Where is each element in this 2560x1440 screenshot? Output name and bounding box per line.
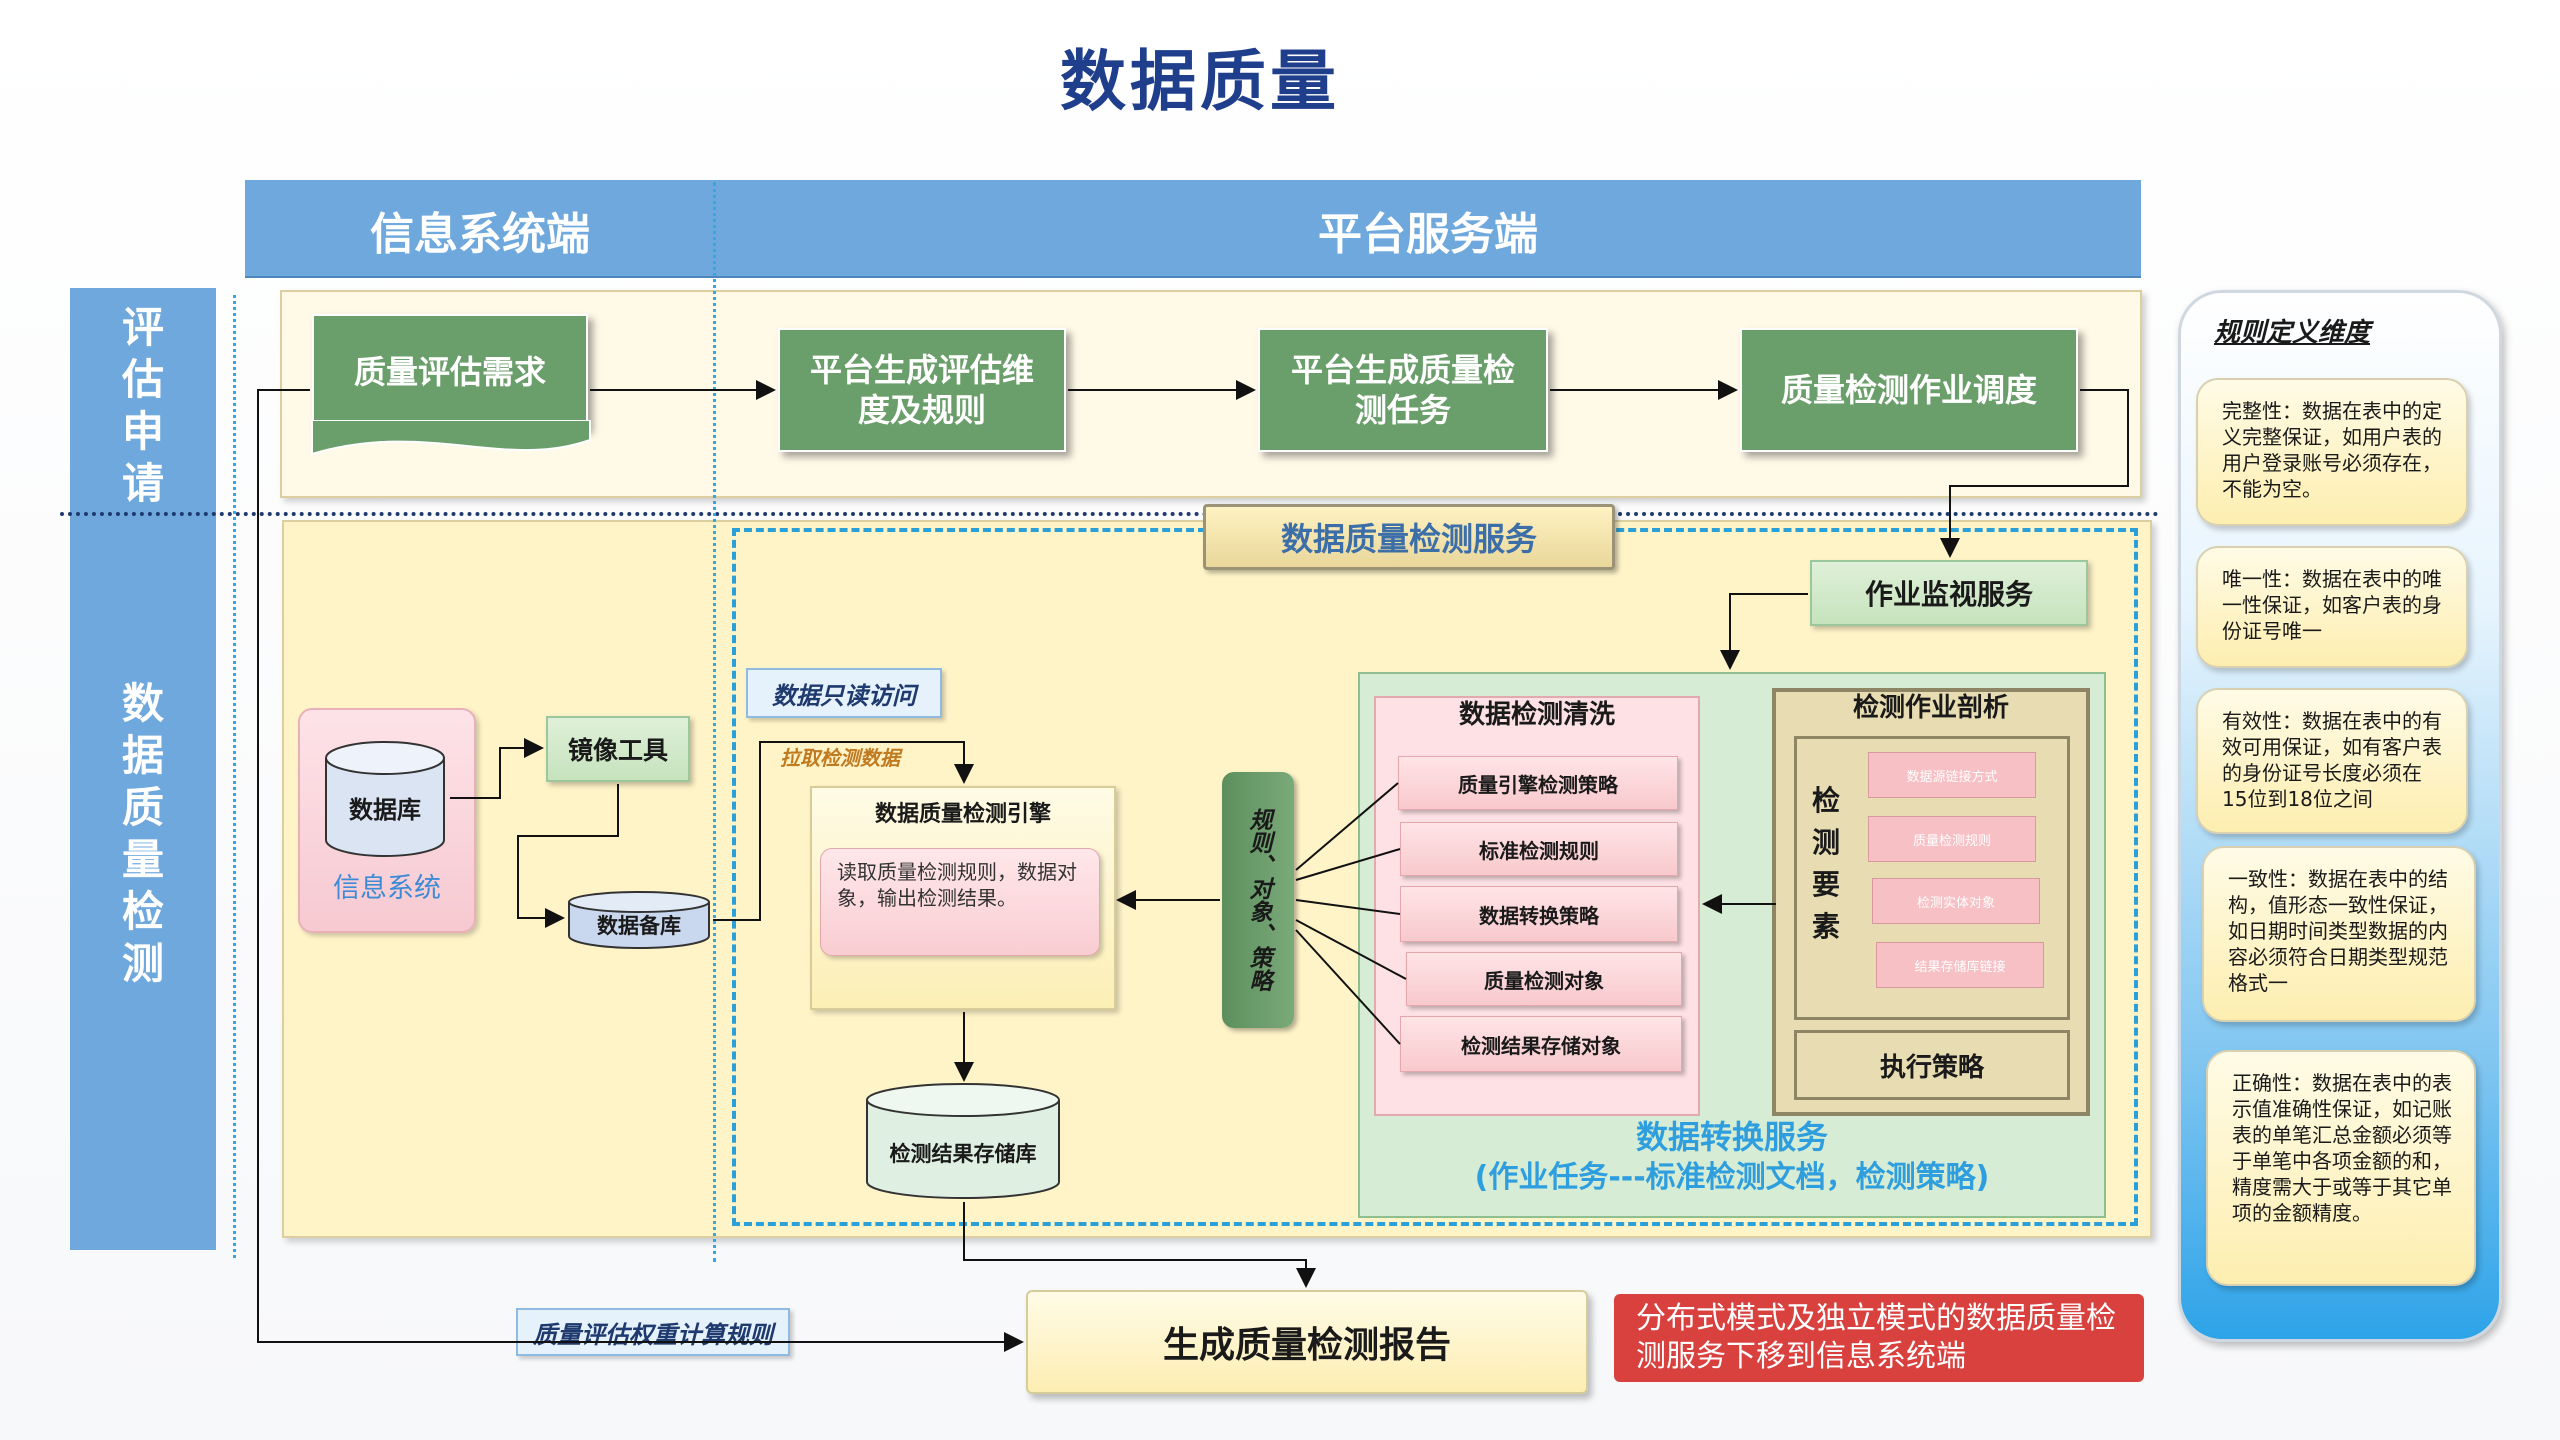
exec-strategy-box[interactable]: 执行策略 xyxy=(1794,1030,2070,1100)
side-label-detect: 数据质量检测 xyxy=(70,678,216,998)
header-platform: 平台服务端 xyxy=(1318,209,1538,260)
result-store-icon xyxy=(866,1083,1060,1199)
column-dotted-divider xyxy=(713,182,716,1262)
weight-rule-label: 质量评估权重计算规则 xyxy=(516,1308,790,1356)
element-datasource-link: 数据源链接方式 xyxy=(1868,752,2036,798)
strategy-bar-label: 规则、对象、策略 xyxy=(1245,808,1271,992)
rule-card-completeness: 完整性：数据在表中的定义完整保证，如用户表的用户登录账号必须存在，不能为空。 xyxy=(2196,378,2468,526)
convert-service-subtitle: (作业任务---标准检测文档，检测策略) xyxy=(1474,1160,1990,1195)
side-bar xyxy=(70,288,216,1250)
detect-engine-desc: 读取质量检测规则，数据对象，输出检测结果。 xyxy=(820,848,1100,956)
clean-item-engine-strategy[interactable]: 质量引擎检测策略 xyxy=(1398,756,1678,810)
detect-elements-frame xyxy=(1794,736,2070,1020)
row-separator xyxy=(60,512,2160,516)
database-icon xyxy=(325,741,445,857)
arrow-store-to-report xyxy=(963,1202,1316,1288)
info-system-label: 信息系统 xyxy=(333,873,441,904)
result-store-label: 检测结果存储库 xyxy=(889,1142,1037,1166)
rule-card-uniqueness: 唯一性：数据在表中的唯一性保证，如客户表的身份证号唯一 xyxy=(2196,546,2468,668)
step-quality-requirement[interactable]: 质量评估需求 xyxy=(312,314,588,429)
backup-db-label: 数据备库 xyxy=(597,914,681,938)
line-clean-1 xyxy=(1295,782,1399,871)
header-info-system: 信息系统端 xyxy=(370,209,590,260)
header-bar xyxy=(245,180,2141,278)
page-title: 数据质量 xyxy=(1060,43,1340,120)
pull-data-label: 拉取检测数据 xyxy=(780,746,900,770)
clean-item-result-store[interactable]: 检测结果存储对象 xyxy=(1400,1016,1682,1072)
arrow-req-to-report xyxy=(257,389,1024,1352)
rule-object-strategy-bar: 规则、对象、策略 xyxy=(1222,772,1294,1028)
rule-card-consistency: 一致性：数据在表中的结构，值形态一致性保证，如日期时间类型数据的内容必须符合日期… xyxy=(2202,846,2476,1022)
side-label-detect-text: 数据质量检测 xyxy=(121,679,164,988)
mirror-tool[interactable]: 镜像工具 xyxy=(546,716,690,782)
clean-item-detect-object[interactable]: 质量检测对象 xyxy=(1406,952,1682,1006)
job-monitor-service[interactable]: 作业监视服务 xyxy=(1810,560,2088,626)
element-entity-object: 检测实体对象 xyxy=(1872,878,2040,924)
doc-wave-shape xyxy=(311,420,591,456)
side-label-apply: 评估申请 xyxy=(70,302,216,508)
quality-report-box[interactable]: 生成质量检测报告 xyxy=(1026,1290,1588,1394)
rule-card-validity: 有效性：数据在表中的有效可用保证，如有客户表的身份证号长度必须在15位到18位之… xyxy=(2196,688,2468,834)
side-label-apply-text: 评估申请 xyxy=(121,303,164,508)
step-job-scheduling[interactable]: 质量检测作业调度 xyxy=(1740,328,2078,452)
database-label: 数据库 xyxy=(349,796,421,824)
detect-service-title: 数据质量检测服务 xyxy=(1203,504,1615,570)
arrow-backup-to-engine xyxy=(713,741,974,921)
line-clean-2 xyxy=(1295,848,1401,881)
line-clean-5 xyxy=(1295,929,1401,1045)
step-generate-task[interactable]: 平台生成质量检测任务 xyxy=(1258,328,1548,452)
detect-clean-title: 数据检测清洗 xyxy=(1458,700,1615,730)
element-result-link: 结果存储库链接 xyxy=(1876,942,2044,988)
detect-elements-label: 检测要素 xyxy=(1811,784,1840,943)
rules-panel-title: 规则定义维度 xyxy=(2214,318,2371,348)
clean-item-standard-rule[interactable]: 标准检测规则 xyxy=(1400,822,1678,876)
line-clean-3 xyxy=(1295,899,1401,915)
deployment-note: 分布式模式及独立模式的数据质量检测服务下移到信息系统端 xyxy=(1614,1294,2144,1382)
clean-item-convert-strategy[interactable]: 数据转换策略 xyxy=(1400,886,1678,942)
rule-card-correctness: 正确性：数据在表中的表示值准确性保证，如记账表的单笔汇总金额必须等于单笔中各项金… xyxy=(2206,1050,2476,1286)
line-clean-4 xyxy=(1295,919,1407,980)
convert-service-title: 数据转换服务 xyxy=(1635,1118,1828,1156)
arrow-monitor-to-convert xyxy=(1720,593,1808,670)
arrow-schedule-to-monitor xyxy=(1940,389,2129,558)
step-generate-dimensions[interactable]: 平台生成评估维度及规则 xyxy=(778,328,1066,452)
left-dotted-guide xyxy=(233,295,236,1258)
arrow-mirror-to-backup xyxy=(517,784,619,928)
readonly-access-label: 数据只读访问 xyxy=(746,668,942,718)
backup-db-icon xyxy=(568,891,710,949)
arrow-db-to-mirror xyxy=(450,738,544,799)
job-analysis-title: 检测作业剖析 xyxy=(1852,693,2009,723)
element-quality-rule: 质量检测规则 xyxy=(1868,816,2036,862)
detect-engine-title: 数据质量检测引擎 xyxy=(874,802,1051,827)
